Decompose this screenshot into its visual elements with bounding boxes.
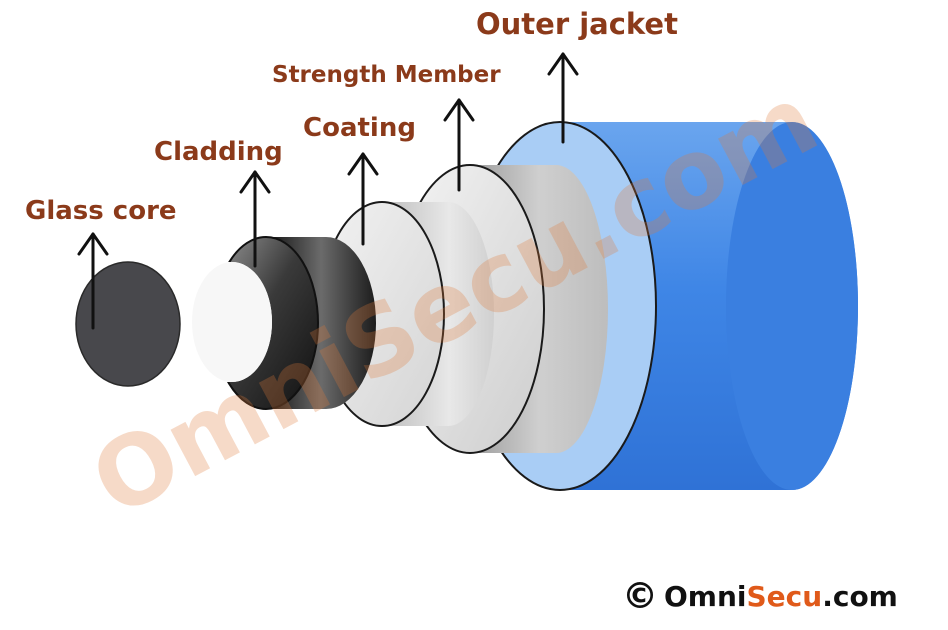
- copyright-symbol: ©: [622, 576, 658, 617]
- arrow-strength-member: [443, 98, 475, 192]
- glass-core-face: [75, 261, 181, 387]
- label-coating: Coating: [303, 113, 416, 143]
- label-cladding: Cladding: [154, 137, 283, 167]
- cladding-white-end: [192, 262, 272, 382]
- label-glass-core: Glass core: [25, 196, 177, 226]
- brand-text: OmniSecu.com: [664, 580, 898, 613]
- brand-com: .com: [822, 580, 898, 613]
- arrow-cladding: [239, 170, 271, 268]
- copyright-brand: © OmniSecu.com: [622, 576, 898, 617]
- label-outer-jacket: Outer jacket: [476, 7, 678, 41]
- arrow-outer-jacket: [547, 52, 579, 144]
- label-strength-member: Strength Member: [272, 62, 501, 88]
- brand-omni: Omni: [664, 580, 747, 613]
- arrow-glass-core: [77, 232, 109, 330]
- outer-jacket-end: [726, 122, 858, 490]
- arrow-coating: [347, 152, 379, 246]
- label-arrows: [77, 52, 579, 330]
- brand-secu: Secu: [747, 580, 823, 613]
